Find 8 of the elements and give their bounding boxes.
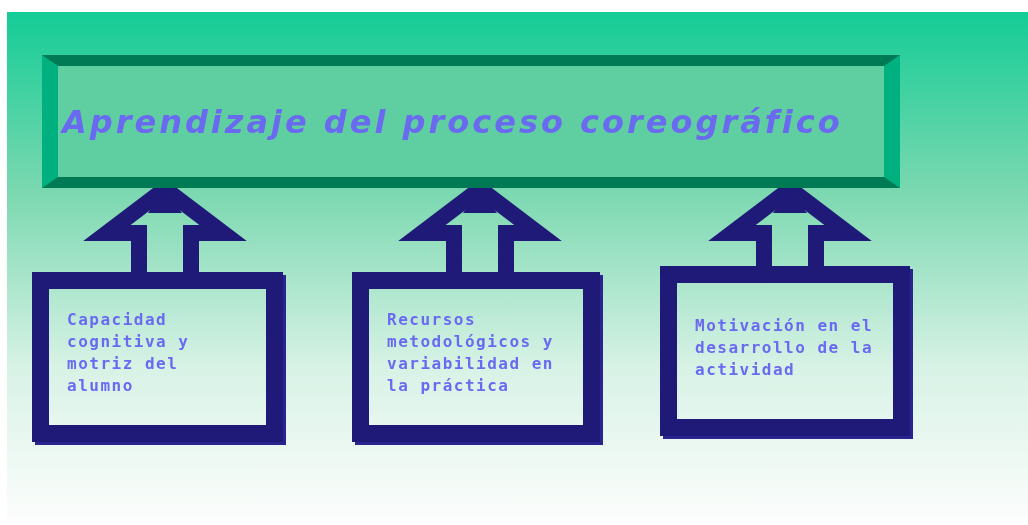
text-card [660, 266, 910, 436]
text-card [32, 272, 283, 442]
text-card [352, 272, 600, 442]
title-banner [42, 55, 900, 188]
card-text: Motivación en el desarrollo de la actividad [695, 315, 875, 381]
card-text: Capacidad cognitiva y motriz del alumno [67, 309, 191, 397]
card-text: Recursos metodológicos y variabilidad en la práctica [387, 309, 555, 397]
title-text: Aprendizaje del proceso coreográfico [62, 102, 843, 141]
